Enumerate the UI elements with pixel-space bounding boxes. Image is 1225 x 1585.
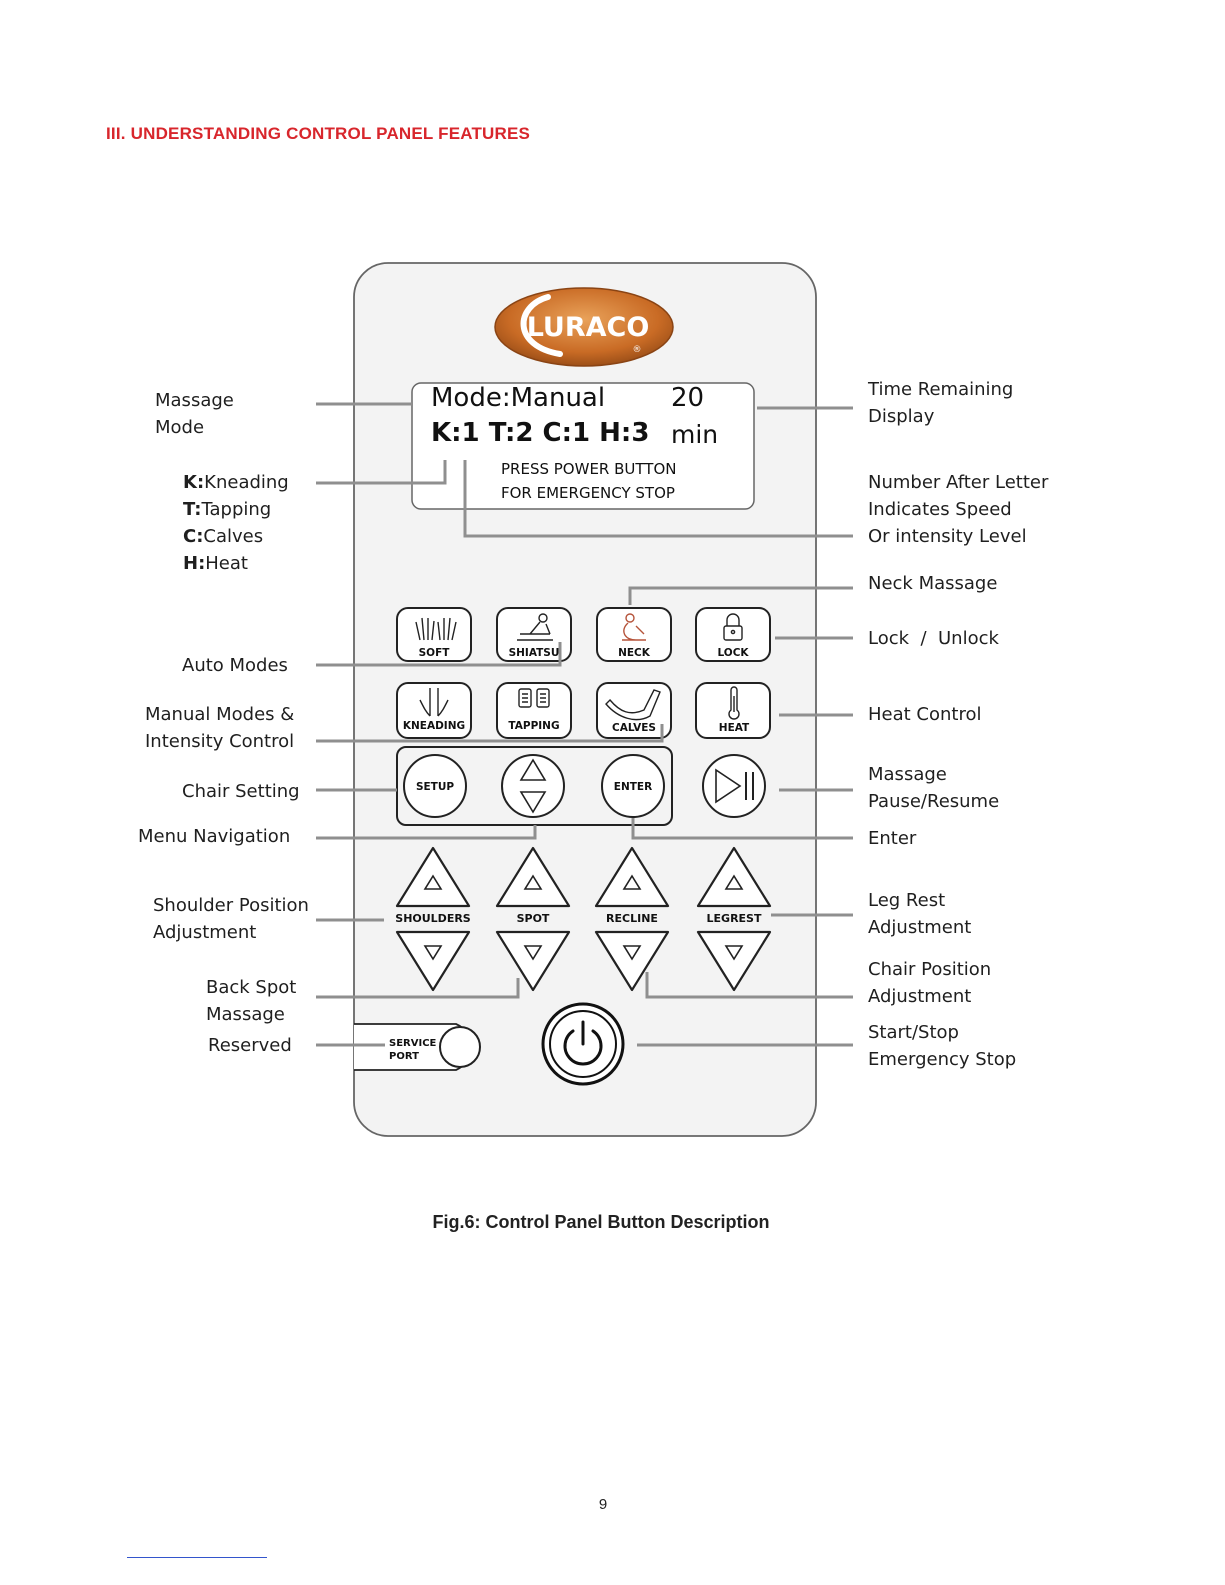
play-icon	[715, 768, 742, 804]
tapping-button[interactable]: TAPPING	[496, 682, 572, 739]
neck-massage-icon	[622, 613, 646, 641]
pause-resume-button[interactable]	[702, 754, 766, 818]
pause-icon	[745, 772, 754, 800]
enter-label: Enter	[868, 828, 917, 849]
heat-button[interactable]: HEAT	[695, 682, 771, 739]
svg-text:CALVES: CALVES	[612, 722, 656, 734]
soft-button[interactable]: SOFT	[396, 607, 472, 662]
start-stop-label: Start/Stop Emergency Stop	[868, 1022, 1017, 1070]
thermometer-icon	[728, 686, 740, 720]
lcd-note-line1: PRESS POWER BUTTON	[501, 460, 677, 478]
svg-text:SETUP: SETUP	[416, 781, 454, 793]
lcd-screen	[411, 382, 755, 510]
calves-button[interactable]: CALVES	[596, 682, 672, 739]
svg-text:ENTER: ENTER	[614, 781, 652, 793]
kneading-button[interactable]: KNEADING	[396, 682, 472, 739]
massage-mode-label: Massage Mode	[155, 390, 234, 438]
shoulder-position-label: Shoulder Position Adjustment	[153, 895, 309, 943]
lock-unlock-label: Lock / Unlock	[868, 628, 999, 649]
hands-icon	[415, 617, 457, 641]
back-spot-label: Back Spot Massage	[206, 977, 297, 1025]
spot-down-button[interactable]	[495, 930, 571, 992]
svg-text:HEAT: HEAT	[719, 722, 750, 734]
legrest-down-button[interactable]	[696, 930, 772, 992]
heat-control-label: Heat Control	[868, 704, 982, 725]
shiatsu-button[interactable]: SHIATSU	[496, 607, 572, 662]
recline-up-button[interactable]	[594, 846, 670, 908]
legrest-up-button[interactable]	[696, 846, 772, 908]
legend-kneading: K:Kneading	[183, 472, 289, 493]
legrest-label: LEGREST	[707, 912, 762, 925]
kneading-icon	[419, 688, 449, 717]
svg-text:SOFT: SOFT	[419, 647, 451, 659]
svg-text:®: ®	[633, 345, 642, 355]
lcd-mode-text: Mode:Manual	[431, 383, 606, 413]
menu-navigation-label: Menu Navigation	[138, 826, 291, 847]
luraco-logo: LURACO ®	[494, 287, 674, 367]
enter-button[interactable]: ENTER	[601, 754, 665, 818]
svg-text:PORT: PORT	[389, 1051, 419, 1062]
svg-text:TAPPING: TAPPING	[508, 720, 559, 732]
setup-button[interactable]: SETUP	[403, 754, 467, 818]
shoulders-up-button[interactable]	[395, 846, 471, 908]
nav-down-arrow-icon[interactable]	[519, 791, 547, 814]
leader-lines	[316, 402, 853, 1047]
svg-text:SHIATSU: SHIATSU	[509, 647, 560, 659]
calves-icon	[605, 689, 661, 721]
lcd-time-value: 20	[671, 383, 705, 413]
power-button[interactable]	[541, 1002, 625, 1086]
section-title: III. UNDERSTANDING CONTROL PANEL FEATURE…	[106, 124, 531, 143]
neck-massage-label: Neck Massage	[868, 573, 998, 594]
power-icon	[563, 1020, 603, 1066]
lcd-note-line2: FOR EMERGENCY STOP	[501, 484, 675, 502]
tapping-icon	[518, 688, 550, 708]
svg-text:KNEADING: KNEADING	[403, 720, 465, 732]
shiatsu-icon	[517, 613, 553, 641]
nav-up-arrow-icon[interactable]	[519, 758, 547, 781]
control-panel-diagram: LURACO ® SOFT SHIATSU NECK	[316, 262, 853, 1137]
time-remaining-label: Time Remaining Display	[868, 379, 1014, 427]
svg-text:LURACO: LURACO	[527, 312, 650, 343]
shoulders-label: SHOULDERS	[395, 912, 471, 925]
page-number: 9	[598, 1496, 608, 1513]
legend-calves: C:Calves	[183, 526, 264, 547]
spot-label: SPOT	[517, 912, 550, 925]
legend-tapping: T:Tapping	[183, 499, 272, 520]
svg-text:LOCK: LOCK	[717, 647, 749, 659]
mode-legend: K:Kneading T:Tapping C:Calves H:Heat	[183, 469, 289, 577]
lock-icon	[723, 613, 743, 641]
neck-button[interactable]: NECK	[596, 607, 672, 662]
intensity-level-label: Number After Letter Indicates Speed Or i…	[868, 472, 1049, 547]
recline-label: RECLINE	[606, 912, 658, 925]
lcd-levels-text: K:1 T:2 C:1 H:3	[431, 418, 650, 448]
menu-navigation-button[interactable]	[501, 754, 565, 818]
spot-up-button[interactable]	[495, 846, 571, 908]
figure-caption: Fig.6: Control Panel Button Description	[432, 1212, 770, 1232]
reserved-label: Reserved	[208, 1035, 292, 1056]
lock-button[interactable]: LOCK	[695, 607, 771, 662]
service-port: SERVICE PORT	[354, 1023, 481, 1071]
auto-modes-label: Auto Modes	[182, 655, 288, 676]
lcd-time-unit: min	[671, 420, 719, 449]
pause-resume-label: Massage Pause/Resume	[868, 764, 1000, 812]
footer-rule	[127, 1557, 267, 1558]
chair-position-label: Chair Position Adjustment	[868, 959, 992, 1007]
legend-heat: H:Heat	[183, 553, 248, 574]
recline-down-button[interactable]	[594, 930, 670, 992]
svg-text:NECK: NECK	[618, 647, 651, 659]
shoulders-down-button[interactable]	[395, 930, 471, 992]
chair-setting-label: Chair Setting	[182, 781, 300, 802]
leg-rest-label: Leg Rest Adjustment	[868, 890, 972, 938]
svg-text:SERVICE: SERVICE	[389, 1038, 437, 1049]
manual-modes-label: Manual Modes & Intensity Control	[145, 704, 295, 752]
